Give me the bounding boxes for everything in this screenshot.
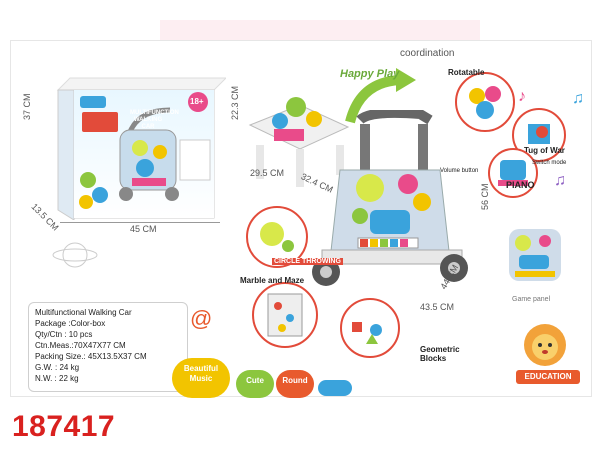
education-badge: EDUCATION — [516, 370, 580, 384]
age-badge: 18+ — [190, 97, 204, 106]
happy-play-arrow — [345, 68, 416, 124]
happy-play-label: Happy Play — [340, 68, 400, 80]
music-note-icon: ♫ — [554, 172, 566, 189]
box-height-label: 37 CM — [22, 93, 32, 120]
rotatable-label: Rotatable — [448, 68, 485, 77]
circle-throwing-label: CIRCLE THROWING — [272, 258, 343, 265]
info-nw: N.W. : 22 kg — [35, 374, 79, 383]
box-illustration — [56, 77, 228, 221]
beautiful-music-badge: Beautiful Music — [172, 358, 230, 398]
table-depth-label: 29.5 CM — [250, 168, 285, 178]
info-gw: G.W. : 24 kg — [35, 363, 80, 372]
table-height-label: 22.3 CM — [230, 85, 240, 120]
top-banner — [160, 20, 480, 40]
switch-mode-label: Switch mode — [532, 160, 567, 166]
marble-maze-circle — [252, 282, 318, 348]
box-width-line — [60, 222, 220, 223]
music-note-icon: ♫ — [572, 90, 584, 107]
info-packing-size: Packing Size.: 45X13.5X37 CM — [35, 352, 147, 361]
swirl-icon: @ — [190, 306, 213, 331]
info-ctn-meas: Ctn.Meas.:70X47X77 CM — [35, 341, 126, 350]
planet-doodle — [52, 242, 98, 268]
tug-of-war-label: Tug of War — [524, 146, 565, 155]
header-text: coordination — [400, 48, 455, 59]
lion-mascot — [524, 324, 566, 366]
piano-label: PIANO — [506, 180, 535, 190]
info-name: Multifunctional Walking Car — [35, 308, 132, 317]
info-package: Package :Color-box — [35, 319, 106, 328]
info-qty: Qty/Ctn : 10 pcs — [35, 330, 93, 339]
round-badge: Round — [276, 370, 314, 398]
walker-height-label: 56 CM — [480, 183, 490, 210]
marble-maze-label: Marble and Maze — [240, 276, 305, 285]
box-title: MULTIFUNCTION WALKING CAR — [130, 110, 179, 130]
product-code: 187417 — [12, 410, 116, 443]
game-panel-label: Game panel — [512, 296, 551, 303]
game-panel-illustration — [509, 229, 561, 281]
walker-illustration — [312, 110, 468, 286]
geometric-blocks-label: Geometric Blocks — [420, 345, 460, 363]
circle-throwing-circle — [246, 206, 308, 268]
walker-width-label: 43.5 CM — [420, 302, 455, 312]
extra-badge — [318, 380, 352, 396]
box-width-label: 45 CM — [130, 224, 157, 234]
cute-badge: Cute — [236, 370, 274, 398]
piano-circle — [488, 148, 538, 198]
volume-button-label: Volume button — [440, 168, 479, 174]
info-box: Multifunctional Walking Car Package :Col… — [28, 302, 188, 392]
play-table-illustration — [248, 97, 350, 187]
geometric-blocks-circle — [340, 298, 400, 358]
product-box: MULTIFUNCTION WALKING CAR 18+ — [50, 70, 228, 221]
music-note-icon: ♪ — [518, 88, 526, 105]
rotatable-circle — [455, 72, 515, 132]
